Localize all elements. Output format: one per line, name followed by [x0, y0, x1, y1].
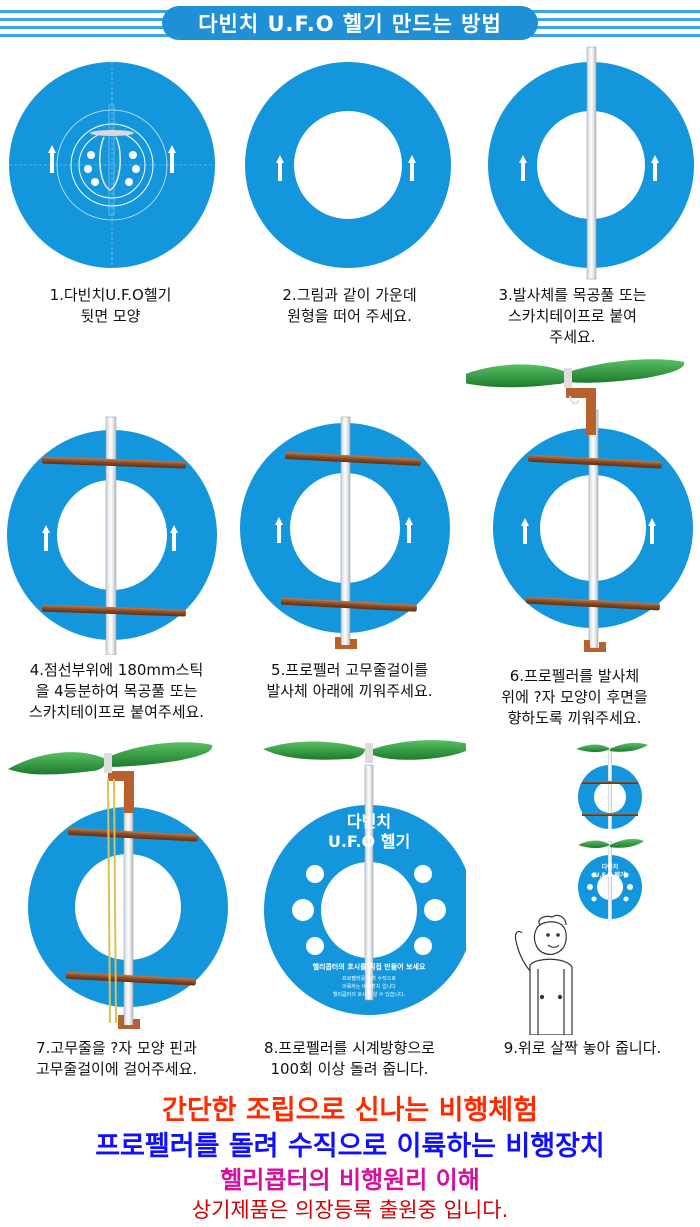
- step-caption: 4.점선부위에 180mm스틱 을 4등분하여 목공풀 또는 스카치테이프로 붙…: [28, 661, 205, 721]
- footer-line-2: 프로펠러를 돌려 수직으로 이륙하는 비행장치: [95, 1131, 605, 1162]
- footer-line-1: 간단한 조립으로 신나는 비행체험: [162, 1095, 538, 1126]
- flying-illustration: 다빈치 U.F.O 헬기: [514, 742, 648, 1035]
- step-caption: 9.위로 살짝 놓아 줍니다.: [503, 1039, 662, 1057]
- disk-bottom-title: 헬리콥터의 호시를 직접 만들어 보세요: [313, 962, 426, 971]
- disk-illustration: [466, 359, 693, 652]
- brand-line1: 다빈치: [347, 812, 391, 831]
- mini-brand-line2: U.F.O 헬기: [595, 871, 626, 879]
- step-caption: 6.프로펠러를 발사체 위에 ?자 모양이 후면을 향하도록 끼워주세요.: [501, 667, 648, 727]
- disk-bottom-sub1: 프로펠러를 돌려 수직으로: [342, 975, 396, 982]
- step-3: 3.발사체를 목공풀 또는 스카치테이프로 붙여 주세요.: [466, 45, 699, 375]
- disk-bottom-sub3: 헬리콥터의 호시를 알 수 있습니다.: [333, 991, 406, 998]
- header-banner: 다빈치 U.F.O 헬기 만드는 방법: [0, 0, 700, 46]
- step-caption: 7.고무줄을 ?자 모양 핀과 고무줄걸이에 걸어주세요.: [35, 1039, 198, 1078]
- step-caption: 2.그림과 같이 가운데 원형을 떠어 주세요.: [282, 286, 417, 325]
- disk-illustration: [7, 416, 217, 655]
- disk-bottom-sub2: 이륙하는 비행장치 입니다: [342, 983, 396, 990]
- step-8: 다빈치 U.F.O 헬기 헬리콥터의 호시를 직접 만들어 보세요 프로펠러를 …: [233, 735, 466, 1078]
- step-5: 5.프로펠러 고무줄걸이를 발사체 아래에 끼워주세요.: [233, 365, 466, 730]
- step-7: 7.고무줄을 ?자 모양 핀과 고무줄걸이에 걸어주세요.: [0, 735, 233, 1078]
- step-caption: 5.프로펠러 고무줄걸이를 발사체 아래에 끼워주세요.: [266, 661, 433, 700]
- step-6: 6.프로펠러를 발사체 위에 ?자 모양이 후면을 향하도록 끼워주세요.: [466, 350, 699, 730]
- disk-illustration: [8, 742, 228, 1029]
- page-title: 다빈치 U.F.O 헬기 만드는 방법: [162, 6, 538, 40]
- footer-line-4: 상기제품은 의장등록 출원중 입니다.: [191, 1198, 509, 1222]
- step-caption: 1.다빈치U.F.O헬기 뒷면 모양: [49, 286, 172, 325]
- step-2: 2.그림과 같이 가운데 원형을 떠어 주세요.: [233, 45, 466, 375]
- step-caption: 8.프로펠러를 시계방향으로 100회 이상 돌려 줍니다.: [264, 1039, 435, 1078]
- disk-illustration: [245, 62, 451, 268]
- disk-illustration: [488, 46, 694, 280]
- brand-line2: U.F.O 헬기: [328, 832, 410, 851]
- step-caption: 3.발사체를 목공풀 또는 스카치테이프로 붙여 주세요.: [498, 286, 647, 346]
- step-1: 1.다빈치U.F.O헬기 뒷면 모양: [0, 45, 233, 375]
- step-9: 다빈치 U.F.O 헬기 9.위로 살짝 놓아 줍니다.: [466, 735, 699, 1057]
- disk-illustration: [9, 62, 215, 268]
- disk-illustration: 다빈치 U.F.O 헬기 헬리콥터의 호시를 직접 만들어 보세요 프로펠러를 …: [263, 740, 466, 1015]
- step-4: 4.점선부위에 180mm스틱 을 4등분하여 목공풀 또는 스카치테이프로 붙…: [0, 365, 233, 730]
- mini-brand-line1: 다빈치: [602, 863, 619, 871]
- footer-line-3: 헬리콥터의 비행원리 이해: [220, 1166, 480, 1194]
- boy-sketch-icon: [514, 914, 573, 1035]
- disk-illustration: [240, 416, 450, 649]
